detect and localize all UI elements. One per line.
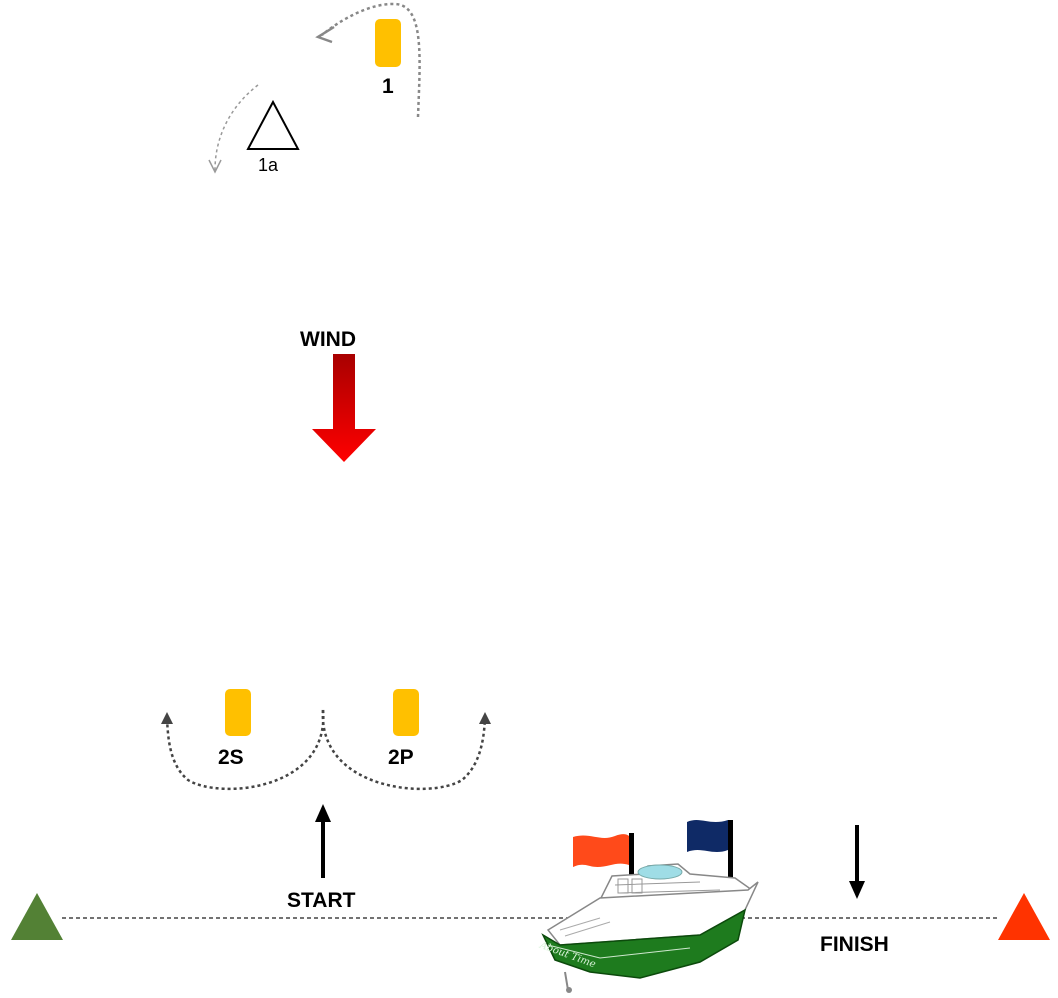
wind-arrow xyxy=(312,354,376,462)
gate-2p-rounding-arrow xyxy=(321,709,491,790)
mark-2p-buoy xyxy=(393,689,419,736)
mark-1-rounding-arrow xyxy=(315,2,421,118)
mark-2s-label: 2S xyxy=(218,746,244,769)
wind-label: WIND xyxy=(300,328,356,351)
blue-flag xyxy=(687,820,728,852)
mark-1-buoy xyxy=(375,19,401,67)
mark-1a-triangle xyxy=(246,99,300,150)
mark-1a-label: 1a xyxy=(258,155,279,175)
mark-1a-rounding-arrow xyxy=(208,84,259,174)
finish-arrow xyxy=(849,825,865,899)
mark-1-label: 1 xyxy=(382,75,394,98)
orange-flag xyxy=(573,834,629,867)
mark-2s-buoy xyxy=(225,689,251,736)
finish-pin-red-triangle xyxy=(998,893,1050,940)
committee-boat xyxy=(541,820,759,993)
start-label: START xyxy=(287,889,356,912)
start-pin-green-triangle xyxy=(11,893,63,940)
mark-2p-label: 2P xyxy=(388,746,414,769)
gate-2s-rounding-arrow xyxy=(161,709,325,790)
finish-label: FINISH xyxy=(820,933,889,956)
start-arrow xyxy=(315,804,331,878)
